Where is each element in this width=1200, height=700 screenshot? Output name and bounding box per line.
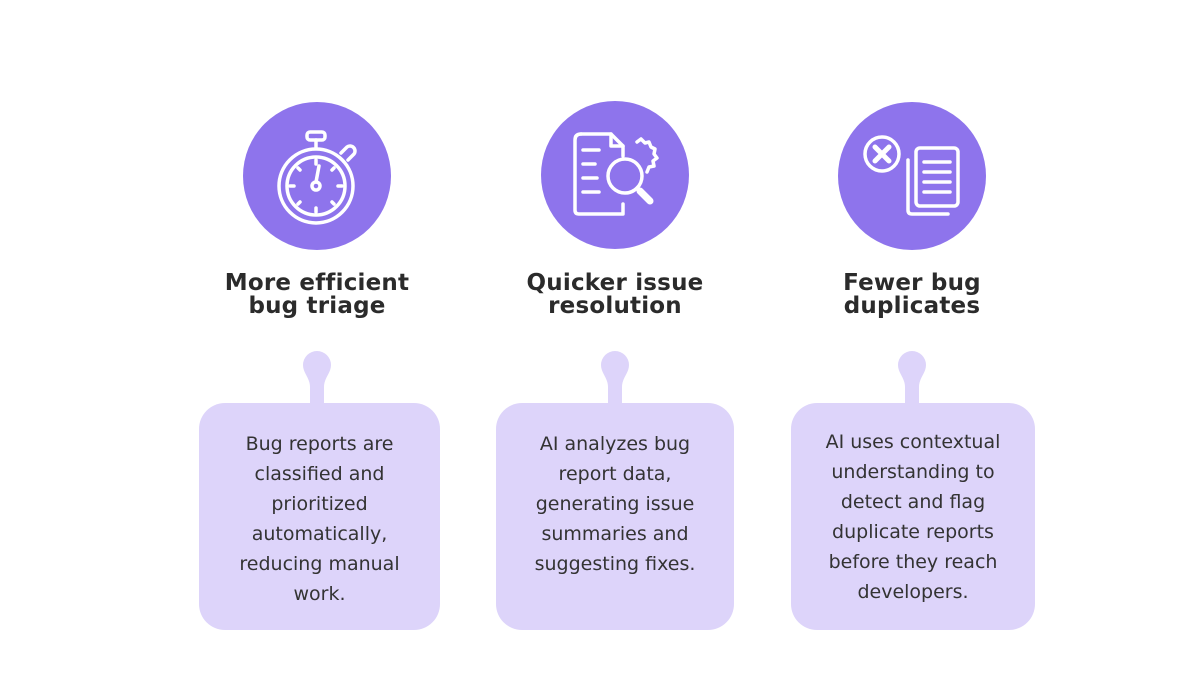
- description-line: duplicate reports: [832, 521, 994, 543]
- benefit-title-line: bug triage: [248, 293, 386, 319]
- benefit-description-card: AI analyzes bug report data, generating …: [496, 403, 734, 630]
- benefit-title-line: resolution: [548, 293, 682, 319]
- benefit-efficient-triage: More efficient bug triage Bug reports ar…: [0, 0, 440, 700]
- document-search-icon: [573, 132, 659, 216]
- description-line: AI analyzes bug: [539, 433, 691, 455]
- connector-pin: [303, 351, 331, 406]
- description-line: summaries and: [541, 523, 689, 545]
- benefit-title-line: Quicker issue: [526, 270, 704, 296]
- description-line: AI uses contextual: [825, 431, 1001, 453]
- description-line: suggesting fixes.: [534, 553, 696, 575]
- description-line: understanding to: [831, 461, 995, 483]
- benefit-description-card: AI uses contextual understanding to dete…: [791, 403, 1035, 630]
- benefit-fewer-duplicates: Fewer bug duplicates AI uses contextual …: [791, 0, 1200, 700]
- benefit-quicker-resolution: Quicker issue resolution AI analyzes bug…: [400, 0, 800, 700]
- benefit-title-line: duplicates: [843, 293, 981, 319]
- benefit-title-line: More efficient: [224, 270, 410, 296]
- benefit-title: Fewer bug duplicates: [782, 272, 1042, 318]
- benefit-title: More efficient bug triage: [187, 272, 447, 318]
- benefit-title: Quicker issue resolution: [485, 272, 745, 318]
- description-line: automatically,: [251, 523, 388, 545]
- benefit-title-line: Fewer bug: [843, 270, 981, 296]
- description-line: detect and flag: [840, 491, 986, 513]
- icon-circle: [838, 102, 986, 250]
- description-line: Bug reports are: [245, 433, 394, 455]
- description-line: report data,: [558, 463, 672, 485]
- description-line: before they reach: [828, 551, 998, 573]
- remove-duplicate-documents-icon: [863, 135, 960, 216]
- description-line: prioritized: [271, 493, 368, 515]
- description-line: work.: [293, 583, 346, 605]
- description-line: classified and: [254, 463, 385, 485]
- icon-circle: [541, 101, 689, 249]
- connector-pin: [601, 351, 629, 406]
- benefit-description-card: Bug reports are classified and prioritiz…: [199, 403, 440, 630]
- description-line: reducing manual: [239, 553, 400, 575]
- connector-pin: [898, 351, 926, 406]
- icon-circle: [243, 102, 391, 250]
- description-line: generating issue: [535, 493, 695, 515]
- stopwatch-icon: [277, 130, 357, 225]
- description-line: developers.: [857, 581, 969, 603]
